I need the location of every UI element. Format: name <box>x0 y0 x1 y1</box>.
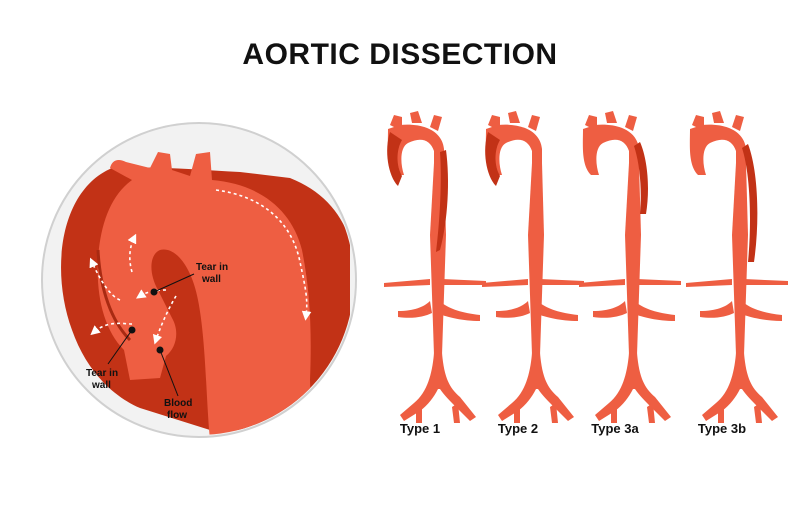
aorta-type-1 <box>384 111 486 423</box>
closeup-circle: Tear in wall Tear in wall Blood flow <box>41 122 357 438</box>
type-label-3a: Type 3a <box>591 421 639 436</box>
aorta-type-3a <box>579 111 681 423</box>
page-title: AORTIC DISSECTION <box>242 38 558 71</box>
label-blood-flow-2: flow <box>167 410 187 421</box>
callout-tear-lower: Tear in wall <box>86 326 136 391</box>
label-blood-flow-1: Blood <box>164 398 192 409</box>
label-tear-upper-2: wall <box>201 274 221 285</box>
true-lumen <box>97 152 312 435</box>
callout-tear-upper: Tear in wall <box>150 262 228 296</box>
type-label-1: Type 1 <box>400 421 440 436</box>
type-label-2: Type 2 <box>498 421 538 436</box>
type-label-3b: Type 3b <box>698 421 746 436</box>
label-tear-lower-1: Tear in <box>86 368 118 379</box>
label-tear-lower-2: wall <box>91 380 111 391</box>
callout-blood-flow: Blood flow <box>156 346 192 421</box>
aorta-type-2 <box>482 111 584 423</box>
label-tear-upper-1: Tear in <box>196 262 228 273</box>
aorta-type-3b <box>686 111 788 423</box>
